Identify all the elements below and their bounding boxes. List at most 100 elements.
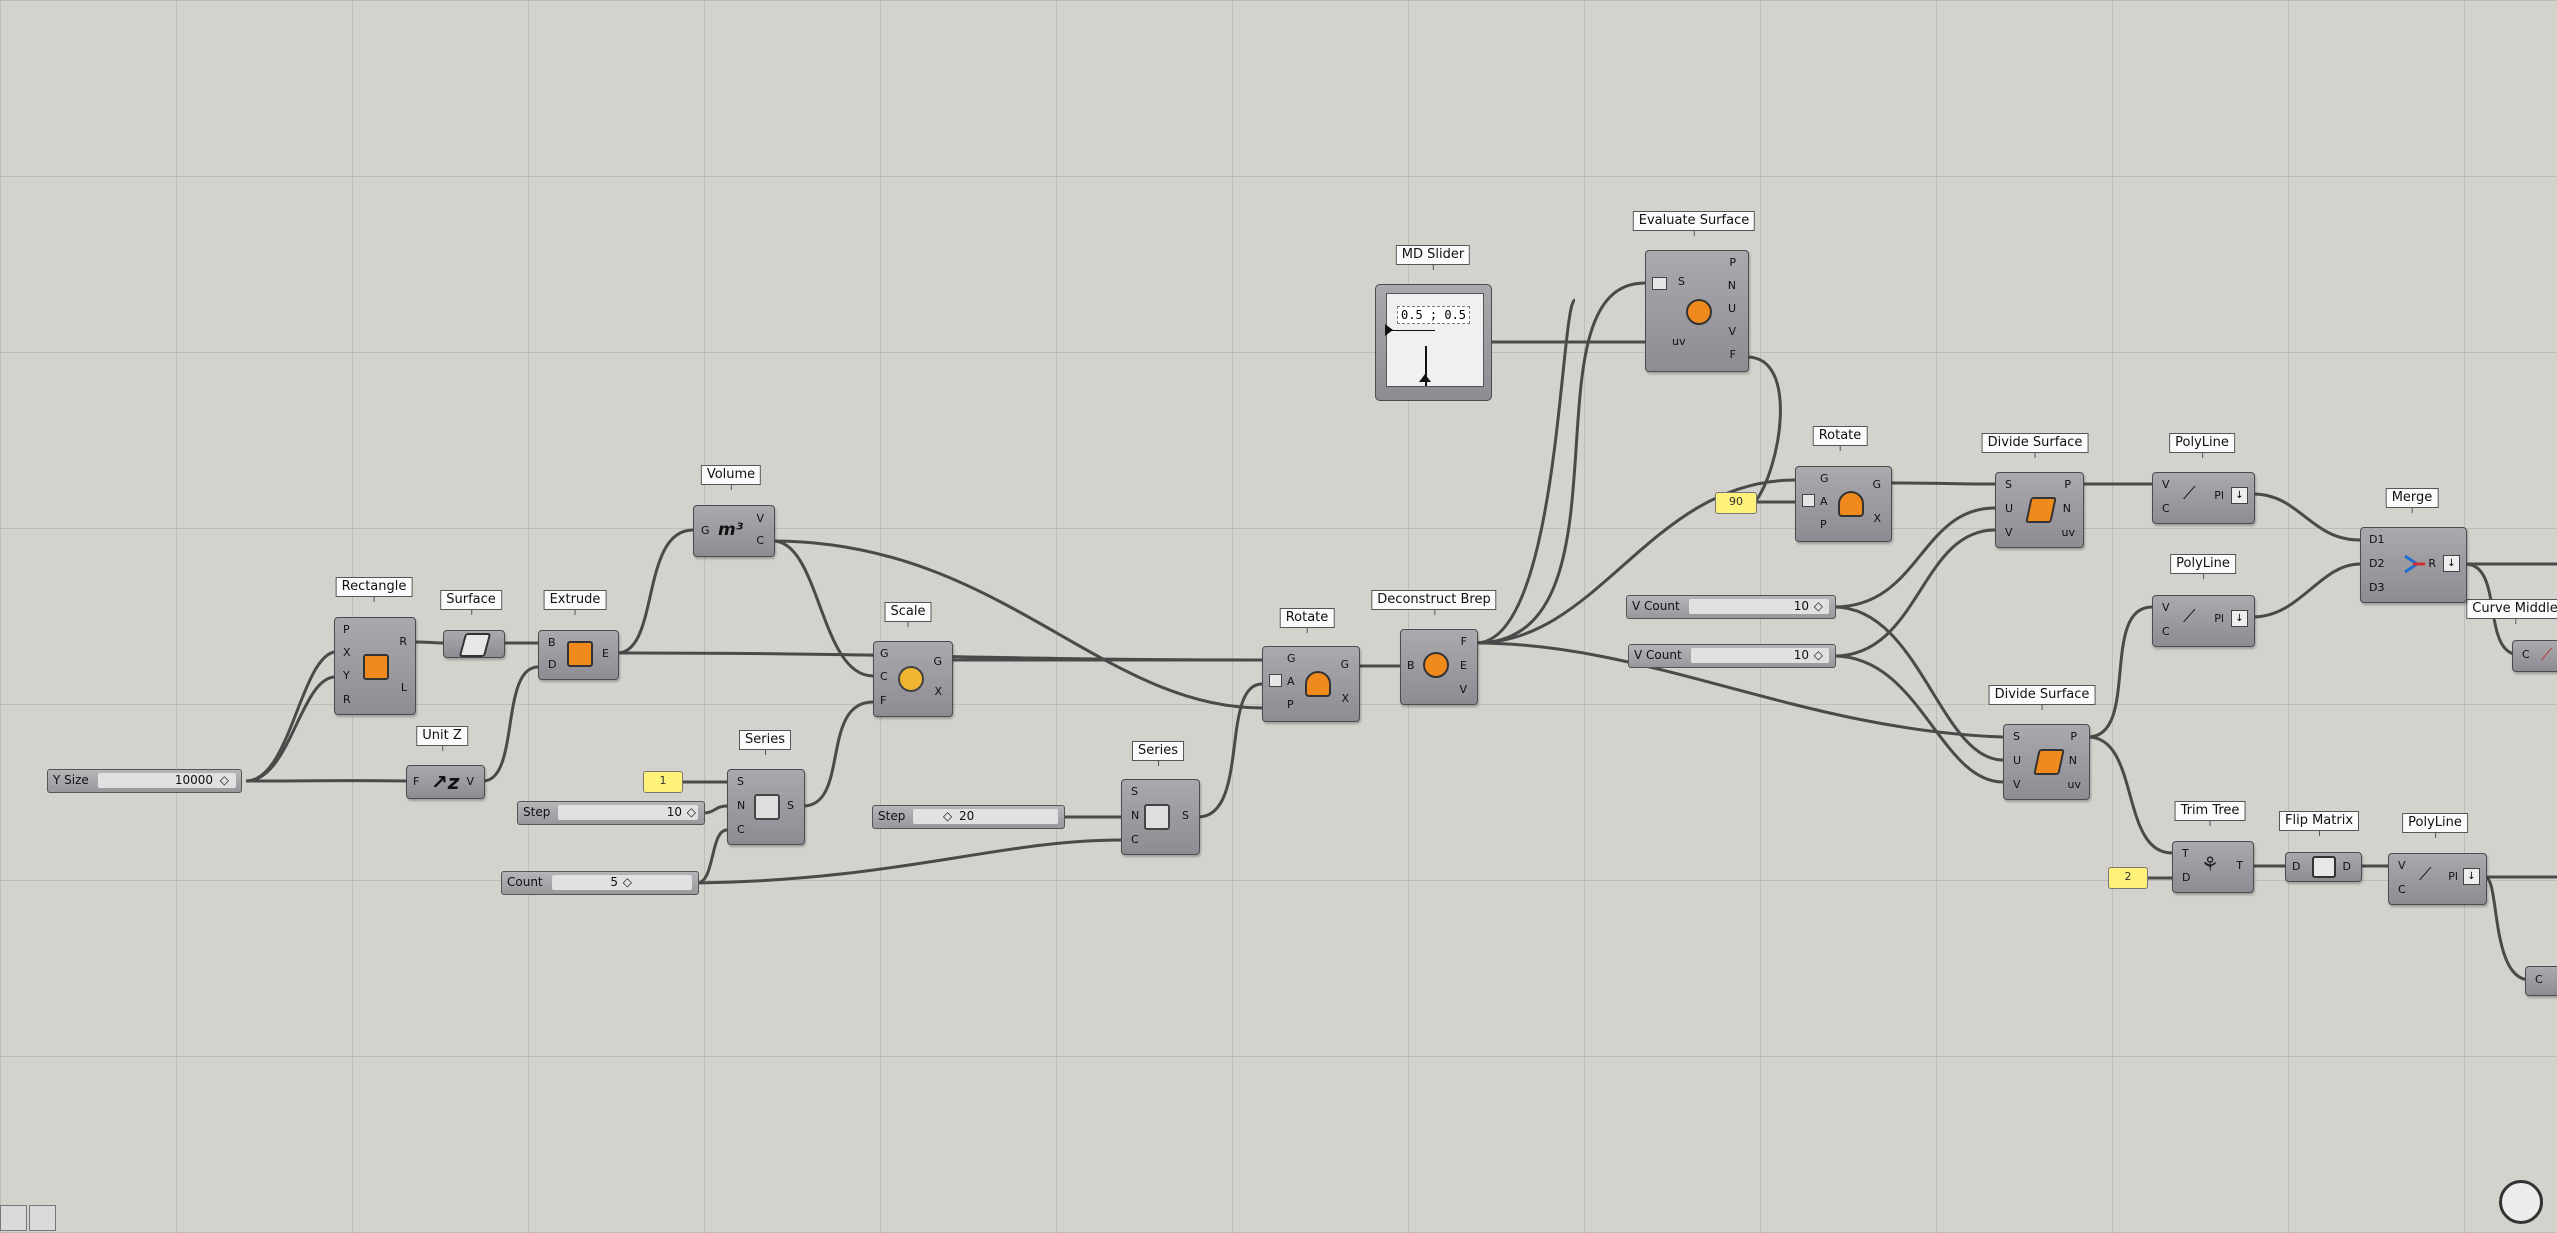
deconstruct-brep-component[interactable]: B F E V [1400, 629, 1478, 705]
port-t-out: T [2236, 859, 2243, 872]
port-r-out: R [2428, 557, 2436, 570]
slider-track[interactable] [1691, 648, 1829, 663]
port-u: U [2005, 502, 2014, 515]
port-d: D [548, 658, 557, 671]
divide-surface-component-1[interactable]: S U V P N uv [1995, 472, 2084, 548]
slider-name: Step [878, 809, 906, 823]
port-p-out: P [1729, 256, 1736, 269]
volume-icon: m³ [718, 520, 744, 540]
slider-value: 10 [666, 805, 682, 819]
port-v: V [2013, 778, 2021, 791]
slider-track[interactable] [558, 805, 698, 820]
canvas-navigation-icon[interactable] [2499, 1180, 2543, 1224]
label-scale: Scale [884, 602, 932, 627]
port-c: C [1131, 833, 1139, 846]
series-component-2[interactable]: S N C S [1121, 779, 1200, 855]
sketch-tool-icon[interactable] [0, 1205, 27, 1231]
port-d-out: D [2342, 860, 2351, 873]
scale-component[interactable]: G C F G X [873, 641, 953, 717]
flatten-icon[interactable]: ↓ [2231, 487, 2248, 504]
merge-component[interactable]: D1 D2 D3 R ↓ [2360, 527, 2467, 603]
port-f-out: F [1460, 635, 1467, 648]
port-a: A [1820, 495, 1828, 508]
surface-param[interactable] [443, 630, 505, 658]
port-b: B [548, 636, 556, 649]
extrude-component[interactable]: B D E [538, 630, 619, 680]
v-count-slider-1[interactable]: V Count 10 ◇ [1626, 595, 1836, 619]
trim-tree-component[interactable]: T D T ⚘ [2172, 841, 2254, 893]
slider-grip-icon[interactable]: ◇ [686, 805, 696, 819]
v-count-slider-2[interactable]: V Count 10 ◇ [1628, 644, 1836, 668]
y-size-slider[interactable]: Y Size 10000 ◇ [47, 769, 242, 793]
rotate-component-1[interactable]: G A P G X [1262, 646, 1360, 722]
step-slider-2[interactable]: Step ◇ 20 [872, 805, 1065, 829]
slider-value: 5 [610, 875, 618, 889]
md-slider-component[interactable]: 0.5 ; 0.5 [1375, 284, 1492, 401]
slider-grip-icon[interactable]: ◇ [219, 773, 229, 787]
port-s: S [2013, 730, 2020, 743]
number-panel-2[interactable]: 2 [2108, 867, 2148, 889]
unit-z-component[interactable]: F V ↗z [406, 765, 485, 799]
port-v: V [466, 775, 474, 788]
preview-tool-icon[interactable] [29, 1205, 56, 1231]
unit-z-icon: ↗z [431, 770, 460, 794]
angle-degree-icon [1269, 674, 1282, 687]
slider-grip-icon[interactable]: ◇ [943, 809, 953, 823]
slider-grip-icon[interactable]: ◇ [622, 875, 632, 889]
polyline-component-1[interactable]: V C Pl ⟋ ↓ [2152, 472, 2255, 524]
slider-track[interactable] [913, 809, 1058, 824]
md-slider-area[interactable]: 0.5 ; 0.5 [1385, 293, 1484, 387]
port-e-out: E [1460, 659, 1467, 672]
flatten-icon[interactable]: ↓ [2463, 868, 2480, 885]
label-series-1: Series [739, 730, 791, 755]
port-g: G [880, 647, 889, 660]
flatten-icon[interactable]: ↓ [2443, 555, 2460, 572]
slider-name: V Count [1632, 599, 1680, 613]
number-panel-1[interactable]: 1 [643, 771, 683, 793]
label-divide-surface-2: Divide Surface [1988, 685, 2096, 710]
slider-grip-icon[interactable]: ◇ [1813, 648, 1823, 662]
partial-component[interactable]: C [2525, 966, 2557, 996]
port-l-out: L [400, 681, 407, 694]
polyline-component-2[interactable]: V C Pl ⟋ ↓ [2152, 595, 2255, 647]
series-component-1[interactable]: S N C S [727, 769, 805, 845]
slider-name: V Count [1634, 648, 1682, 662]
merge-icon [2403, 552, 2425, 574]
label-deconstruct-brep: Deconstruct Brep [1371, 590, 1497, 615]
port-d: D [2182, 871, 2191, 884]
port-v: V [2005, 526, 2013, 539]
port-pl-out: Pl [2214, 612, 2224, 625]
slider-track[interactable] [98, 773, 236, 788]
port-c: C [2162, 625, 2170, 638]
port-pl-out: Pl [2214, 489, 2224, 502]
slider-name: Count [507, 875, 543, 889]
number-panel-90[interactable]: 90 [1715, 492, 1757, 514]
label-volume: Volume [700, 465, 762, 490]
polyline-icon: ⟋ [2183, 483, 2196, 504]
port-uv-out: uv [2067, 778, 2081, 791]
divide-surface-icon [2033, 749, 2065, 775]
slider-grip-icon[interactable]: ◇ [1813, 599, 1823, 613]
volume-component[interactable]: G V C m³ [693, 505, 775, 557]
curve-middle-component[interactable]: C ⟋ [2512, 640, 2557, 672]
port-x-out: X [1873, 512, 1881, 525]
divide-surface-component-2[interactable]: S U V P N uv [2003, 724, 2090, 800]
slider-track[interactable] [552, 875, 692, 890]
port-s: S [737, 775, 744, 788]
rotate-icon [1838, 491, 1864, 517]
step-slider-1[interactable]: Step 10 ◇ [517, 801, 705, 825]
port-e: E [602, 647, 609, 660]
slider-track[interactable] [1689, 599, 1829, 614]
polyline-component-3[interactable]: V C Pl ⟋ ↓ [2388, 853, 2487, 905]
rotate-component-2[interactable]: G A P G X [1795, 466, 1892, 542]
count-slider[interactable]: Count 5 ◇ [501, 871, 699, 895]
rectangle-component[interactable]: P X Y R R L [334, 617, 416, 715]
port-p: P [343, 623, 350, 636]
extrude-icon [567, 641, 593, 667]
md-slider-handle[interactable] [1425, 346, 1427, 386]
flip-matrix-component[interactable]: D D [2285, 852, 2362, 882]
flatten-icon[interactable]: ↓ [2231, 610, 2248, 627]
port-g: G [1820, 472, 1829, 485]
evaluate-surface-component[interactable]: S uv P N U V F [1645, 250, 1749, 372]
port-d3: D3 [2369, 581, 2385, 594]
